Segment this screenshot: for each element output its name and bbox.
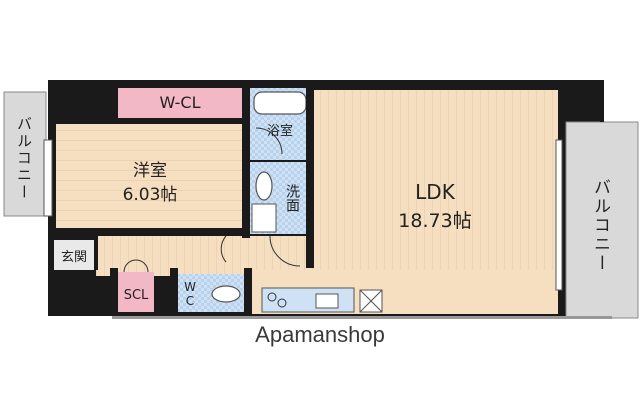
balcony-left-label: バルコニー bbox=[15, 116, 33, 201]
walk-in-closet-area bbox=[118, 88, 242, 118]
walk-in-closet-label: W-CL bbox=[159, 93, 201, 112]
ldk-label: LDK bbox=[415, 180, 455, 204]
western-room-floor bbox=[56, 124, 242, 228]
bathroom-label: 浴室 bbox=[266, 124, 293, 139]
shoe-closet-label: SCL bbox=[123, 288, 149, 303]
entrance-area bbox=[54, 240, 94, 270]
shoe-closet-area bbox=[118, 272, 154, 312]
toilet-bowl bbox=[211, 285, 241, 303]
toilet-label: W C bbox=[184, 280, 196, 308]
kitchen-counter bbox=[261, 287, 355, 313]
entrance-label: 玄関 bbox=[60, 250, 87, 265]
corridor-floor bbox=[96, 236, 316, 276]
bathtub bbox=[253, 91, 307, 115]
western-room-label: 洋室 bbox=[133, 161, 167, 181]
watermark-text: Apamanshop bbox=[255, 322, 385, 347]
left-wall-extension bbox=[48, 80, 58, 240]
washroom-label: 洗面 bbox=[284, 184, 300, 212]
ldk-area-label: 18.73帖 bbox=[398, 210, 472, 232]
sink-unit bbox=[251, 203, 277, 233]
washing-machine bbox=[255, 171, 273, 201]
balcony-left-area bbox=[3, 91, 47, 217]
balcony-right-label: バルコニー bbox=[590, 178, 610, 273]
western-room-area-label: 6.03帖 bbox=[122, 185, 178, 205]
balcony-right-area bbox=[565, 121, 639, 319]
